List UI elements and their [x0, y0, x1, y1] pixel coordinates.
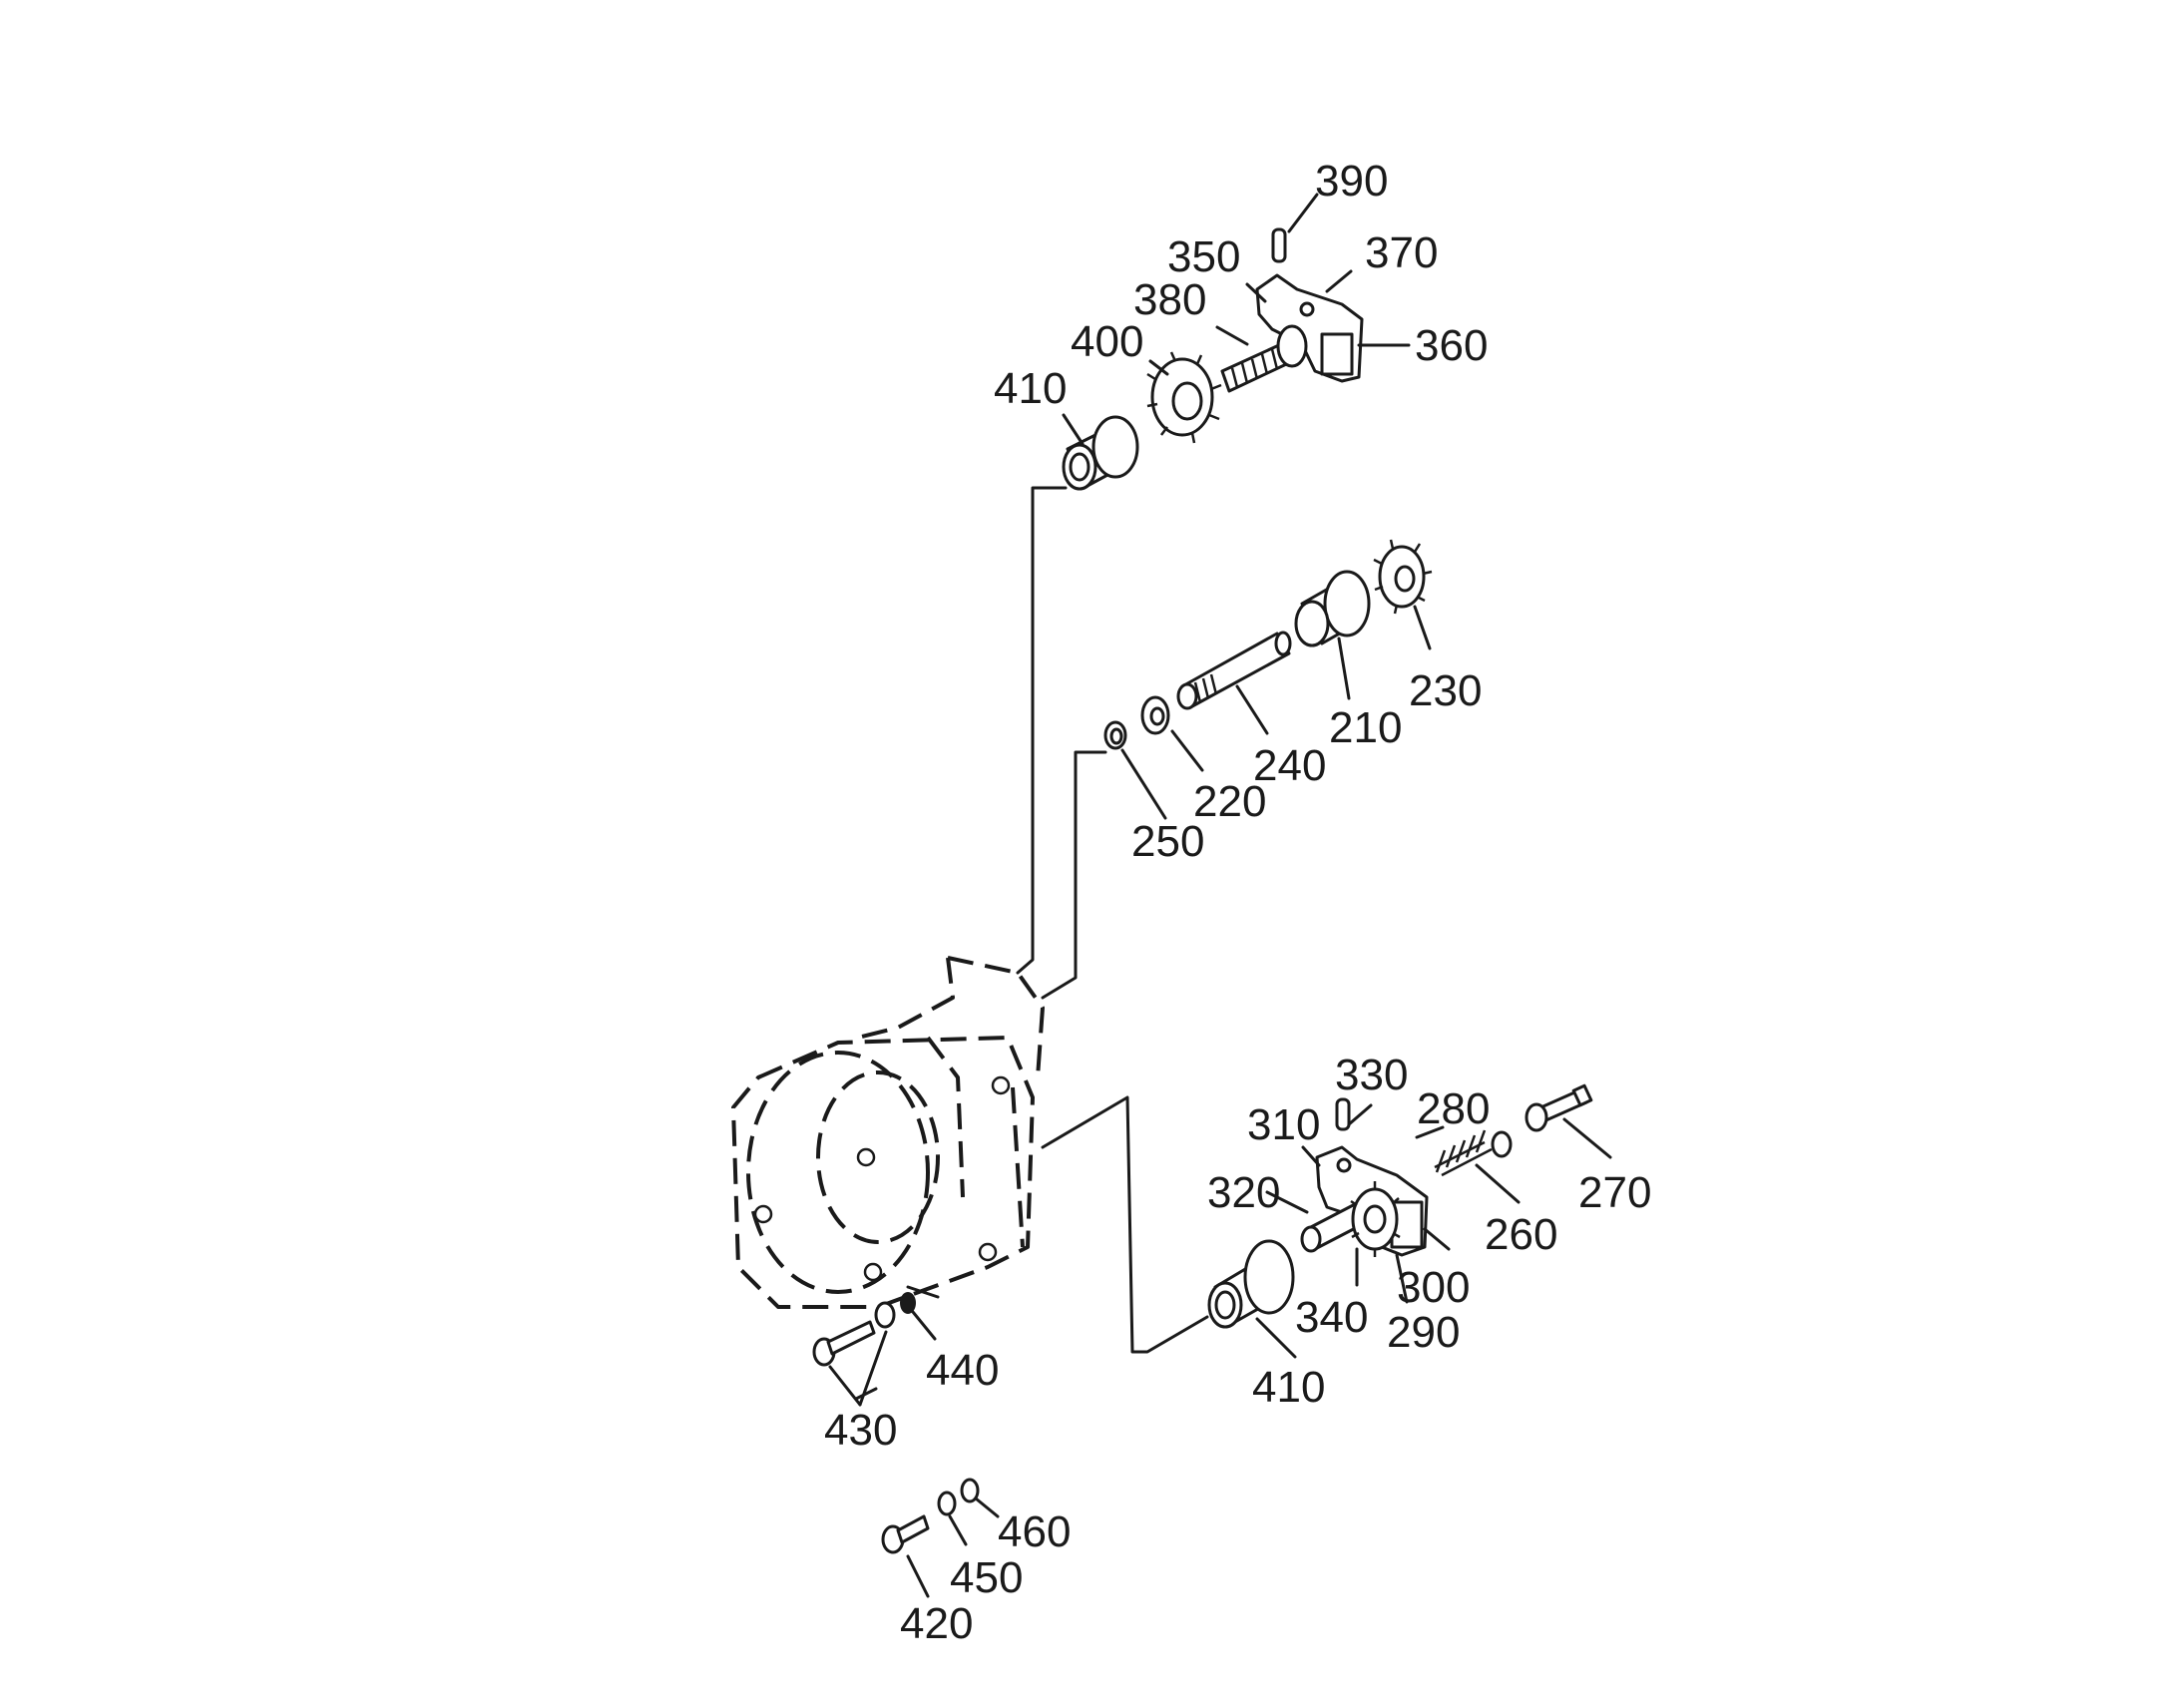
callout-320: 320 — [1207, 1168, 1280, 1217]
callout-labels: 390 370 350 380 360 400 410 230 210 240 … — [824, 157, 1651, 1648]
pin-390 — [1271, 227, 1287, 263]
callout-400: 400 — [1071, 317, 1143, 366]
bushing-410-bottom — [1207, 1239, 1295, 1329]
callout-290: 290 — [1387, 1308, 1460, 1357]
callout-360: 360 — [1415, 321, 1488, 370]
assembly-lines — [906, 486, 1209, 1354]
callout-390: 390 — [1315, 157, 1388, 206]
callout-410-bottom: 410 — [1252, 1363, 1325, 1412]
callout-370: 370 — [1365, 228, 1438, 277]
washer-440 — [900, 1292, 916, 1314]
gear-housing — [731, 956, 1045, 1309]
gear-340 — [1350, 1181, 1401, 1257]
callout-350: 350 — [1167, 232, 1240, 281]
nut-460 — [960, 1478, 980, 1503]
callout-260: 260 — [1485, 1210, 1557, 1259]
callout-280: 280 — [1417, 1084, 1490, 1133]
callout-240: 240 — [1253, 741, 1326, 790]
callout-leaders — [828, 193, 1612, 1598]
top-shaft-group — [1062, 227, 1364, 491]
callout-230: 230 — [1409, 666, 1482, 715]
callout-380: 380 — [1133, 275, 1206, 324]
gear-400 — [1146, 351, 1222, 444]
bushing-210 — [1294, 570, 1371, 647]
plug-270 — [1525, 1083, 1593, 1132]
callout-440: 440 — [926, 1346, 999, 1395]
callout-310: 310 — [1247, 1100, 1320, 1149]
callout-300: 300 — [1397, 1263, 1470, 1312]
callout-330: 330 — [1335, 1051, 1408, 1099]
callout-250: 250 — [1131, 817, 1204, 866]
spring-260 — [1434, 1129, 1493, 1177]
callout-340: 340 — [1295, 1293, 1368, 1342]
callout-430: 430 — [824, 1406, 897, 1455]
washer-220 — [1140, 695, 1170, 735]
washer-450 — [937, 1491, 957, 1516]
callout-270: 270 — [1578, 1168, 1651, 1217]
fasteners-group — [812, 1292, 980, 1554]
callout-220: 220 — [1193, 777, 1266, 826]
bolt-430 — [812, 1320, 876, 1367]
gear-230 — [1373, 539, 1433, 615]
callout-210: 210 — [1329, 703, 1402, 752]
shaft-240 — [1176, 631, 1292, 710]
callout-420: 420 — [900, 1599, 973, 1648]
pin-330 — [1335, 1097, 1351, 1131]
washer-430 — [874, 1301, 896, 1329]
callout-460: 460 — [998, 1507, 1071, 1556]
callout-450: 450 — [950, 1553, 1023, 1602]
lower-shaft-group — [1207, 1083, 1593, 1329]
bushing-410-top — [1062, 415, 1139, 491]
washer-280 — [1491, 1130, 1513, 1158]
callout-410-top: 410 — [994, 364, 1067, 413]
block-360 — [1320, 332, 1354, 376]
snap-ring-250 — [1103, 720, 1127, 750]
middle-shaft-group — [1103, 539, 1433, 750]
bolt-420 — [881, 1514, 930, 1554]
